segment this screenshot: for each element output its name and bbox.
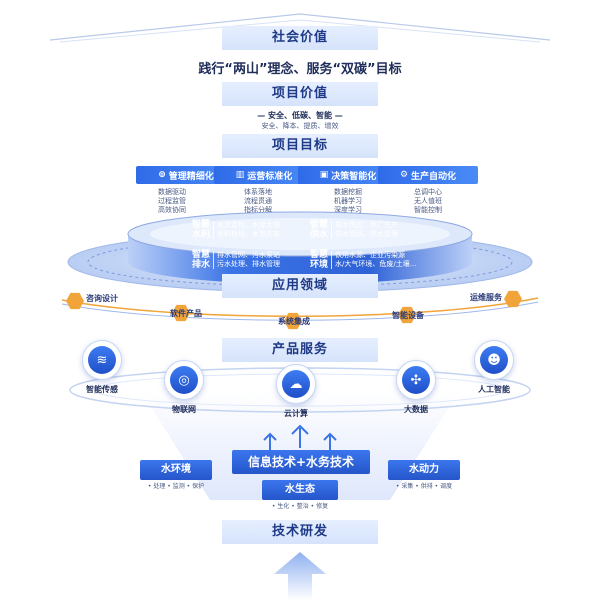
product-sensing-label: 智能传感 <box>86 385 118 394</box>
social-value-header: 社会价值 <box>222 26 378 50</box>
network-icon: ✣ <box>402 366 430 394</box>
goal-operation-items: 体系落地流程贯通指标分解 <box>244 188 272 214</box>
pillar-water-dynamics: 水动力 <box>388 460 460 480</box>
app-smart-water-conservancy: 智慧水利 水文监控、水库大坝水利枢纽、水旱灾害 <box>192 220 280 240</box>
router-icon: ≋ <box>88 346 116 374</box>
target-icon: ⊚ <box>158 170 166 180</box>
goal-decision: ▣决策智能化 <box>298 166 398 184</box>
product-ai-label: 人工智能 <box>478 385 510 394</box>
product-service-header: 产品服务 <box>222 338 378 362</box>
pillar-water-ecology: 水生态 <box>262 480 338 500</box>
globe-icon: ◎ <box>170 366 198 394</box>
project-value-header: 项目价值 <box>222 82 378 106</box>
ai-head-icon: ☻ <box>480 346 508 374</box>
tech-rd-header: 技术研发 <box>222 520 378 544</box>
project-goal-header: 项目目标 <box>222 134 378 158</box>
product-bigdata-label: 大数据 <box>404 405 428 414</box>
project-value-line1: — 安全、低碳、智能 — <box>257 111 343 120</box>
goal-management-items: 数据驱动过程监管高效协同 <box>158 188 186 214</box>
goal-management: ⊚管理精细化 <box>136 166 236 184</box>
goal-operation: ▥运营标准化 <box>214 166 314 184</box>
up-arrow-icon <box>274 552 326 600</box>
product-bigdata: ✣ <box>396 360 436 400</box>
service-integration: 系统集成 <box>278 317 310 326</box>
app-smart-water-supply: 智慧供水 原水供应、水厂生产供水管网、供水管理 <box>310 220 398 240</box>
application-domain-header: 应用领域 <box>222 274 378 298</box>
goal-production-items: 总调中心无人值班智能控制 <box>414 188 442 214</box>
goal-production: ⚙生产自动化 <box>378 166 478 184</box>
product-iot: ◎ <box>164 360 204 400</box>
pillar-water-environment-sub: • 处理 • 监测 • 保护 <box>147 483 205 490</box>
product-cloud-label: 云计算 <box>284 409 308 418</box>
service-device: 智能设备 <box>392 311 424 320</box>
slogan: 践行“两山”理念、服务“双碳”目标 <box>198 62 402 77</box>
app-smart-drainage: 智慧排水 排水管网、污水泵站污水处理、排水管理 <box>192 250 280 270</box>
product-sensing: ≋ <box>82 340 122 380</box>
device-hex-icon <box>398 306 416 324</box>
service-software: 软件产品 <box>170 309 202 318</box>
integration-hex-icon <box>284 312 302 330</box>
core-tech-label: 信息技术+水务技术 <box>232 450 370 474</box>
consulting-hex-icon <box>66 292 84 310</box>
roof-lines <box>49 13 551 43</box>
product-cloud: ☁ <box>276 364 316 404</box>
operation-hex-icon <box>504 290 522 308</box>
product-ai: ☻ <box>474 340 514 380</box>
service-orbit <box>61 297 539 321</box>
product-iot-label: 物联网 <box>172 405 196 414</box>
gear-icon: ⚙ <box>399 170 409 180</box>
monitor-icon: ▣ <box>319 170 329 180</box>
cloud-icon: ☁ <box>282 370 310 398</box>
service-operation: 运维服务 <box>470 293 502 302</box>
service-consulting: 咨询设计 <box>86 294 118 303</box>
project-value-line2: 安全、降本、提质、增效 <box>261 122 339 130</box>
application-platform <box>67 211 533 293</box>
chart-icon: ▥ <box>235 170 245 180</box>
goal-decision-items: 数据挖掘机器学习深度学习 <box>334 188 362 214</box>
software-hex-icon <box>172 304 190 322</box>
app-smart-environment: 智慧环境 饮用水源、企业污染源水/大气环境、危废/土壤... <box>310 250 417 270</box>
pillar-water-ecology-sub: • 生化 • 整治 • 修复 <box>271 503 329 510</box>
pillar-water-environment: 水环境 <box>140 460 212 480</box>
pillar-water-dynamics-sub: • 采集 • 供排 • 调度 <box>395 483 453 490</box>
